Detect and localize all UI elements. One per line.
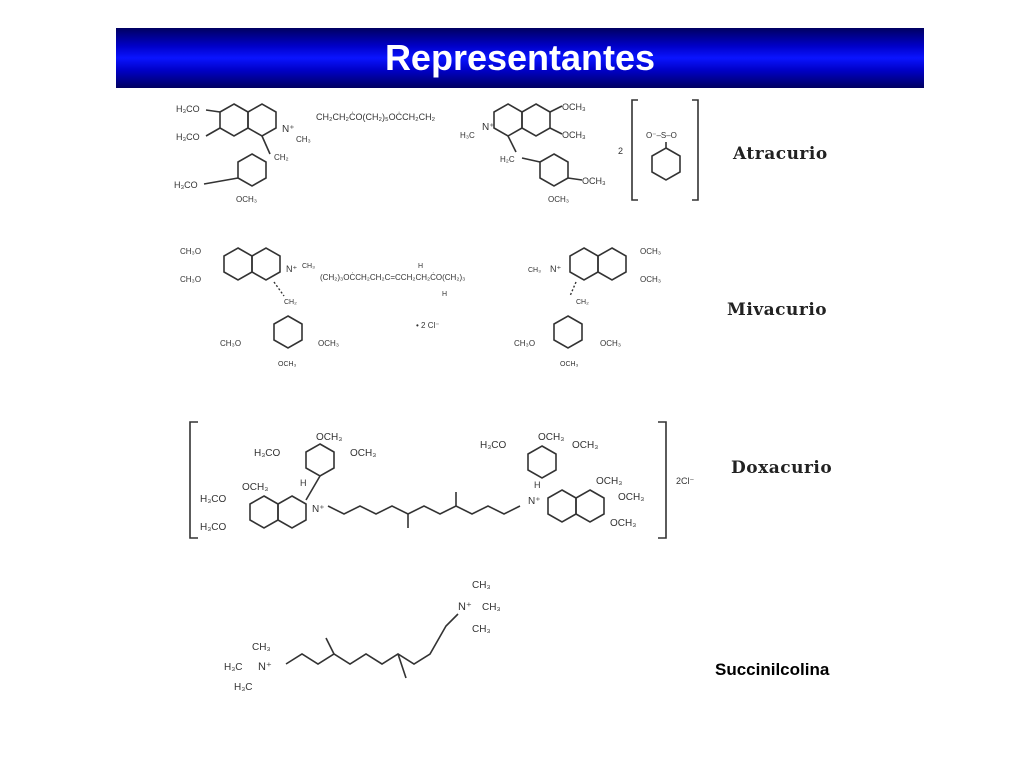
h3c-text: H₃C (234, 682, 253, 693)
mivacurio-label: Mivacurio (727, 300, 828, 320)
och3-text: OCH₃ (562, 102, 586, 112)
succinilcolina-structure: CH₃ N⁺ CH₃ CH₃ CH₃ H₃C N⁺ H₃C (224, 580, 501, 693)
ch2-text: CH₂ (284, 299, 297, 306)
h-text: H (534, 480, 541, 490)
ch3-text: CH₃ (296, 135, 311, 144)
piperidine-ring (251, 247, 281, 281)
left-bracket (189, 421, 198, 539)
h-text: H (442, 291, 447, 298)
benzene-ring (223, 247, 253, 281)
och3-text: OCH₃ (618, 492, 644, 503)
h3co-text: H₃CO (254, 448, 281, 459)
och3-text: OCH₃ (278, 361, 297, 368)
counterion-text: • 2 Cl⁻ (416, 321, 439, 330)
h3co-text: H₃CO (176, 132, 200, 142)
piperidine-ring (277, 495, 307, 529)
ch2-text: CH₂ (274, 153, 289, 162)
och3-text: OCH₃ (538, 432, 564, 443)
och3-text: OCH₃ (316, 432, 342, 443)
piperidine-ring (569, 247, 599, 281)
sulfonate-text: O⁻–S–O (646, 131, 677, 140)
och3-text: OCH₃ (560, 361, 579, 368)
doxacurio-label: Doxacurio (731, 458, 833, 478)
benzene-ring (305, 443, 335, 477)
h3c-text: H₃C (224, 662, 243, 673)
och3-text: OCH₃ (350, 448, 376, 459)
ch2-text: CH₂ (576, 299, 589, 306)
counterion-text: 2Cl⁻ (676, 476, 695, 486)
benzene-ring (553, 315, 583, 349)
atracurio-label: Atracurio (733, 144, 828, 164)
och3-text: OCH₃ (596, 476, 622, 487)
n-plus-text: N⁺ (312, 504, 325, 515)
h-text: H (418, 263, 423, 270)
och3-text: OCH₃ (582, 176, 606, 186)
benzene-ring (651, 147, 681, 181)
n-plus-text: N⁺ (458, 601, 472, 613)
piperidine-ring (547, 489, 577, 523)
chain-text: (CH₂)₃OĊCH₂CH₂C=CCH₂CH₂ĊO(CH₂)₃ (320, 273, 465, 282)
n-plus-text: N⁺ (258, 661, 272, 673)
n-plus-text: N⁺ (550, 264, 561, 274)
och3-text: OCH₃ (318, 339, 339, 348)
n-plus-text: N⁺ (286, 264, 297, 274)
och3-text: OCH₃ (242, 482, 268, 493)
h3co-text: H₃CO (200, 522, 227, 533)
och3-text: OCH₃ (640, 275, 661, 284)
benzene-ring (237, 153, 267, 187)
right-bracket (658, 421, 667, 539)
ch3-text: CH₃ (472, 624, 491, 635)
benzene-ring (597, 247, 627, 281)
och3-text: OCH₃ (236, 195, 257, 204)
ch3o-text: CH₃O (514, 339, 535, 348)
och3-text: OCH₃ (600, 339, 621, 348)
h3co-text: H₃CO (200, 494, 227, 505)
n-plus-text: N⁺ (528, 496, 541, 507)
ch3-text: CH₃ (472, 580, 491, 591)
piperidine-ring (493, 103, 523, 137)
left-bracket (631, 99, 638, 201)
ch3-text: CH₃ (482, 602, 501, 613)
succinilcolina-label: Succinilcolina (715, 660, 830, 679)
title-bar: Representantes (116, 28, 924, 88)
chain-text: CH₂CH₂ĊO(CH₂)₅OĊCH₂CH₂ (316, 112, 436, 122)
och3-text: OCH₃ (610, 518, 636, 529)
benzene-ring (575, 489, 605, 523)
n-plus-text: N⁺ (282, 124, 295, 135)
h3co-text: H₃CO (480, 440, 507, 451)
ester-chain (327, 505, 521, 515)
h3co-text: H₃CO (174, 180, 198, 190)
doxacurio-structure: OCH₃ H₃CO OCH₃ H H₃CO OCH₃ H₃CO N⁺ OCH₃ … (189, 421, 695, 539)
h3co-text: H₃CO (176, 104, 200, 114)
h3c-text: H₃C (460, 131, 475, 140)
benzene-ring (521, 103, 551, 137)
och3-text: OCH₃ (640, 247, 661, 256)
och3-text: OCH₃ (548, 195, 569, 204)
och3-text: OCH₃ (562, 130, 586, 140)
ch3o-text: CH₃O (180, 247, 201, 256)
page-title: Representantes (384, 37, 656, 78)
h-text: H (300, 478, 307, 488)
ch3o-text: CH₃O (220, 339, 241, 348)
mivacurio-structure: CH₃O CH₃O N⁺ CH₃ (CH₂)₃OĊCH₂CH₂C=CCH₂CH₂… (180, 247, 661, 368)
benzene-ring (219, 103, 249, 137)
ch3-text: CH₃ (528, 267, 541, 274)
n-plus-text: N⁺ (482, 122, 495, 133)
piperidine-ring (247, 103, 277, 137)
ch3-text: CH₃ (252, 642, 271, 653)
ch3-text: CH₃ (302, 263, 315, 270)
benzene-ring (539, 153, 569, 187)
right-bracket (692, 99, 699, 201)
benzene-ring (527, 445, 557, 479)
ch3o-text: CH₃O (180, 275, 201, 284)
benzene-ring (249, 495, 279, 529)
benzene-ring (273, 315, 303, 349)
charge-note-text: 2 (618, 146, 623, 156)
h2c-text: H₂C (500, 155, 515, 164)
och3-text: OCH₃ (572, 440, 598, 451)
succinyl-chain (285, 613, 459, 665)
atracurio-structure: H₃CO H₃CO N⁺ CH₃ CH₂CH₂ĊO(CH₂)₅OĊCH₂CH₂ … (174, 99, 699, 204)
